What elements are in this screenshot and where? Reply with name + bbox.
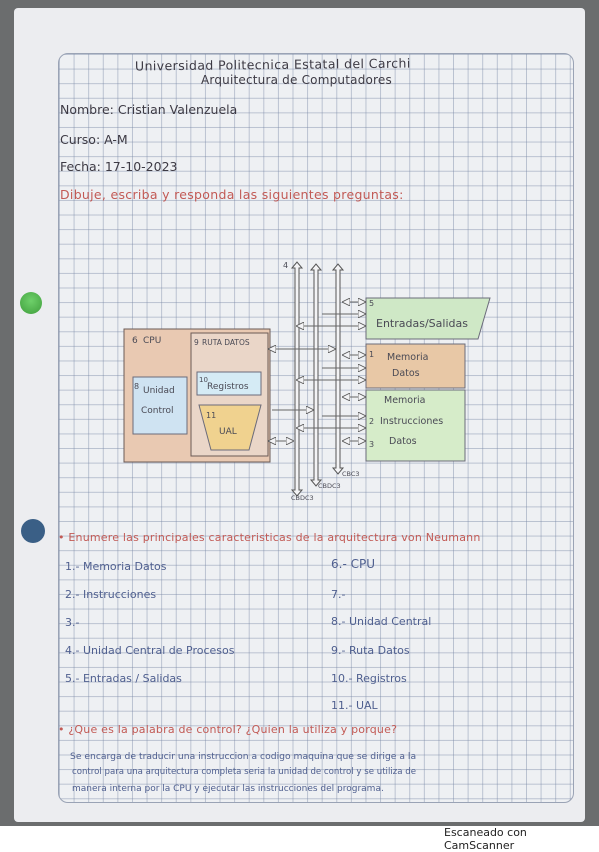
scanner-footer: Escaneado con CamScanner: [444, 826, 527, 852]
answer-line: control para una arquitectura completa s…: [72, 767, 416, 777]
mem-label: Memoria: [384, 395, 425, 406]
list-item: 10.- Registros: [331, 672, 407, 685]
uc-label-2: Control: [141, 406, 174, 416]
io-number: 5: [369, 299, 374, 308]
bus-number: 4: [283, 261, 288, 270]
uc-number: 8: [134, 382, 139, 391]
question-2: • ¿Que es la palabra de control? ¿Quien …: [58, 723, 398, 736]
memdat-label-1: Memoria: [387, 352, 428, 363]
blue-sticker: [21, 519, 45, 543]
answer-line: manera interna por la CPU y ejecutar las…: [72, 784, 384, 794]
bus-a-label: CBDC3: [291, 494, 314, 502]
subject-title: Arquitectura de Computadores: [201, 73, 392, 87]
memdat-label-2: Datos: [392, 368, 420, 379]
list-item: 6.- CPU: [331, 557, 375, 571]
cpu-number: 6: [132, 336, 138, 346]
unidad-control-box: [132, 376, 188, 435]
bus-b-label: CBDC3: [318, 482, 341, 490]
bus-c-label: CBC3: [342, 470, 360, 478]
datos-number: 3: [369, 440, 374, 449]
ual-label: UAL: [219, 427, 237, 437]
cpu-label: CPU: [143, 336, 161, 346]
fecha-field: Fecha: 17-10-2023: [60, 159, 178, 174]
reg-number: 10: [199, 376, 208, 384]
memdat-number: 1: [369, 350, 374, 359]
memoria-block-box: [365, 389, 466, 462]
list-item: 3.-: [65, 616, 80, 629]
ual-number: 11: [206, 411, 216, 420]
list-item: 9.- Ruta Datos: [331, 644, 410, 657]
list-item: 2.- Instrucciones: [65, 588, 157, 601]
list-item: 7.-: [331, 588, 346, 601]
instruction-text: Dibuje, escriba y responda las siguiente…: [60, 187, 404, 202]
reg-label: Registros: [207, 382, 249, 392]
ruta-label: RUTA DATOS: [202, 338, 250, 347]
io-label: Entradas/Salidas: [376, 317, 468, 330]
io-box: [365, 297, 491, 340]
memoria-datos-box: [365, 343, 466, 389]
list-item: 4.- Unidad Central de Procesos: [65, 644, 235, 657]
instr-label: Instrucciones: [380, 416, 443, 427]
list-item: 11.- UAL: [331, 699, 378, 712]
bus-lines: [290, 261, 345, 497]
horizontal-arrows: [272, 302, 362, 441]
answer-line: Se encarga de traducir una instruccion a…: [70, 751, 417, 762]
registros-box: [196, 371, 262, 396]
uc-label-1: Unidad: [143, 386, 175, 396]
list-item: 5.- Entradas / Salidas: [65, 672, 182, 685]
green-sticker: [20, 292, 42, 314]
list-item: 1.- Memoria Datos: [65, 560, 167, 573]
ual-trapezoid: [198, 404, 262, 451]
question-1: • Enumere las principales caracteristica…: [58, 531, 481, 544]
curso-field: Curso: A-M: [60, 132, 128, 147]
nombre-field: Nombre: Cristian Valenzuela: [60, 102, 238, 117]
list-item: 8.- Unidad Central: [331, 615, 432, 628]
instr-number: 2: [369, 417, 374, 426]
ruta-number: 9: [194, 338, 199, 347]
datos-label: Datos: [389, 436, 417, 447]
